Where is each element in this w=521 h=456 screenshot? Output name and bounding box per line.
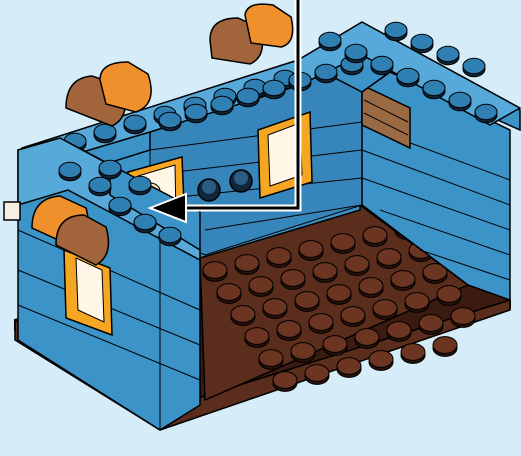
top-stud-top <box>411 34 433 49</box>
top-stud-top <box>94 124 116 139</box>
front-stud-top <box>134 214 156 229</box>
floor-stud-top <box>313 263 337 280</box>
top-stud-top <box>237 88 259 103</box>
floor-stud-top <box>259 350 283 367</box>
floor-stud-top <box>263 299 287 316</box>
floor-stud-top <box>377 249 401 266</box>
front-stud-top <box>159 227 181 242</box>
floor-stud-top <box>291 343 315 360</box>
floor-stud-top <box>337 358 361 375</box>
floor-stud-top <box>391 271 415 288</box>
floor-stud-top <box>345 256 369 273</box>
floor-stud-top <box>433 337 457 354</box>
top-stud-top <box>345 44 367 59</box>
front-stud-top <box>89 177 111 192</box>
top-stud-top <box>211 96 233 111</box>
floor-stud-top <box>327 285 351 302</box>
floor-stud-top <box>331 234 355 251</box>
floor-stud-top <box>203 262 227 279</box>
floor-stud-top <box>451 308 475 325</box>
top-stud-top <box>385 22 407 37</box>
floor-stud-top <box>419 315 443 332</box>
top-stud-top <box>423 80 445 95</box>
top-stud-top <box>437 46 459 61</box>
top-stud-top <box>185 104 207 119</box>
floor-stud-top <box>295 292 319 309</box>
floor-stud-top <box>245 328 269 345</box>
floor-stud-top <box>323 336 347 353</box>
top-stud-top <box>159 112 181 127</box>
top-stud-top <box>124 115 146 130</box>
floor-stud-top <box>299 241 323 258</box>
floor-stud-top <box>309 314 333 331</box>
floor-stud-top <box>249 277 273 294</box>
top-stud-top <box>315 64 337 79</box>
floor-stud-top <box>217 284 241 301</box>
floor-stud-top <box>305 365 329 382</box>
top-stud-top <box>371 56 393 71</box>
floor-stud-top <box>369 351 393 368</box>
top-stud-top <box>263 80 285 95</box>
floor-stud-top <box>359 278 383 295</box>
floor-stud-top <box>231 306 255 323</box>
top-stud-top <box>463 58 485 73</box>
front-stud-top <box>129 176 151 191</box>
floor-stud-top <box>363 227 387 244</box>
top-stud-top <box>397 68 419 83</box>
floor-stud-top <box>267 248 291 265</box>
front-stud-top <box>99 160 121 175</box>
front-stud-top <box>109 197 131 212</box>
floor-stud-top <box>437 286 461 303</box>
floor-stud-top <box>277 321 301 338</box>
top-stud-top <box>319 32 341 47</box>
front-stud-top <box>59 162 81 177</box>
edge-tab <box>4 202 20 220</box>
floor-stud-top <box>373 300 397 317</box>
floor-stud-top <box>235 255 259 272</box>
floor-stud-top <box>341 307 365 324</box>
floor-stud-top <box>273 372 297 389</box>
floor-stud-top <box>355 329 379 346</box>
floor-stud-top <box>281 270 305 287</box>
floor-stud-top <box>387 322 411 339</box>
floor-stud-top <box>405 293 429 310</box>
floor-stud-top <box>401 344 425 361</box>
top-stud-top <box>449 92 471 107</box>
top-stud-top <box>475 104 497 119</box>
